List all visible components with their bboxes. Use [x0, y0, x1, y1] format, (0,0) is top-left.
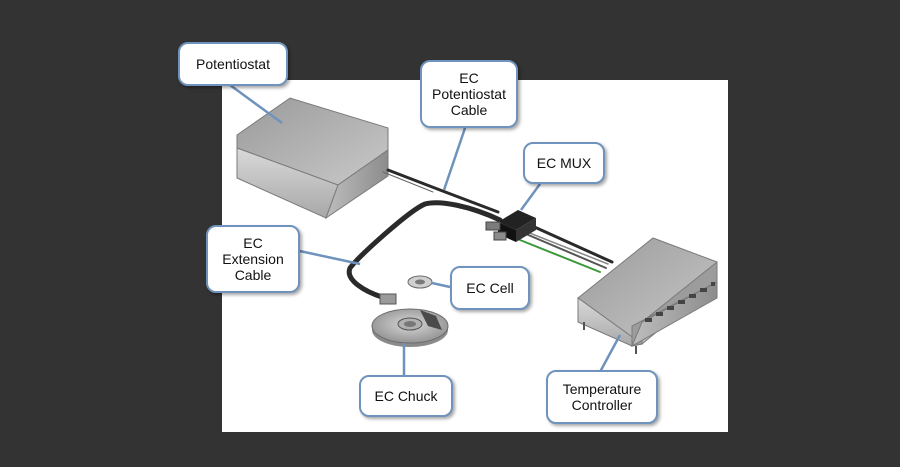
callout-pointers — [229, 83, 622, 378]
ec-cell-part — [407, 275, 433, 289]
ec-cell-label: EC Cell — [450, 266, 530, 310]
ec-chuck-label: EC Chuck — [359, 375, 453, 417]
ec-extension-cable-label: EC Extension Cable — [206, 225, 300, 293]
ec-mux-label: EC MUX — [523, 142, 605, 184]
cables — [346, 168, 614, 301]
temperature-controller-label: Temperature Controller — [546, 370, 658, 424]
ec-potentiostat-cable-label: EC Potentiostat Cable — [420, 60, 518, 128]
potentiostat-box — [236, 97, 389, 220]
ec-mux-unit — [485, 210, 536, 242]
potentiostat-label: Potentiostat — [178, 42, 288, 86]
temperature-controller-box — [577, 237, 718, 354]
ec-chuck-part — [371, 293, 449, 347]
